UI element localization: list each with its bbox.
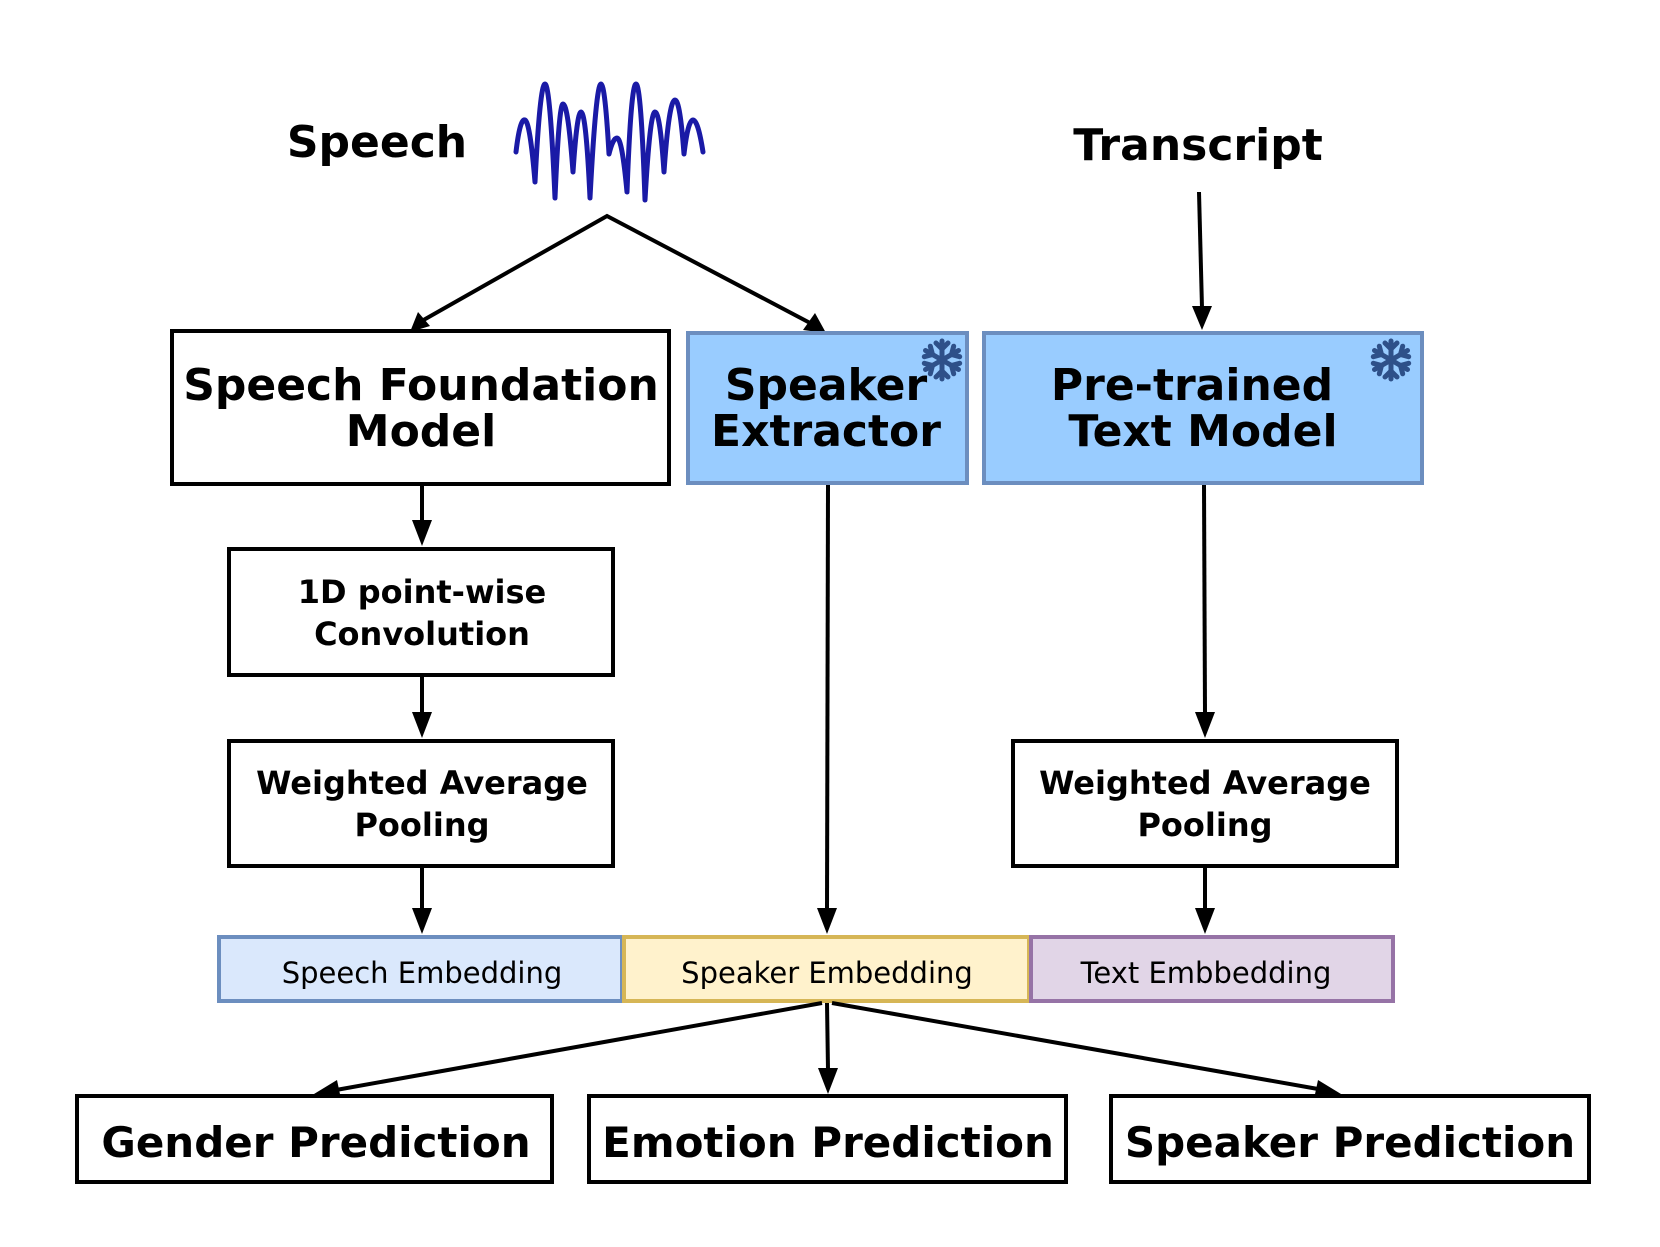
edge-speaker-extractor-to-embedding [817,484,837,934]
text-pooling-line2: Pooling [1137,806,1272,844]
edge-sfm-to-conv [412,486,432,546]
speech-pooling-line2: Pooling [354,806,489,844]
gender-prediction-box[interactable]: Gender Prediction [75,1094,554,1184]
speaker-prediction-box[interactable]: Speaker Prediction [1109,1094,1591,1184]
edge-text-model-to-pooling [1195,484,1215,738]
speaker-extractor-line1: Speaker [725,360,928,411]
edge-pooling-to-text-embedding [1195,868,1215,934]
emotion-prediction-box[interactable]: Emotion Prediction [587,1094,1068,1184]
speaker-extractor-box[interactable]: Speaker Extractor [686,331,969,485]
edge-pooling-to-speech-embedding [412,868,432,934]
speech-pooling-box[interactable]: Weighted Average Pooling [227,739,615,868]
speech-label: Speech [287,117,467,168]
speech-pooling-line1: Weighted Average [256,764,588,802]
text-model-line2: Text Model [1068,406,1337,457]
conv-box[interactable]: 1D point-wise Convolution [227,547,615,677]
waveform-icon [513,81,706,203]
speaker-extractor-line2: Extractor [711,406,941,457]
conv-line1: 1D point-wise [298,573,546,611]
edge-embeddings-to-gender [314,1001,823,1099]
text-model-line1: Pre-trained [1051,360,1333,411]
text-pooling-box[interactable]: Weighted Average Pooling [1011,739,1399,868]
edge-embeddings-to-emotion [818,1002,838,1094]
speech-embedding-label: Speech Embedding [282,956,563,990]
conv-line2: Convolution [314,615,530,653]
edge-speech-to-models [410,213,826,333]
edge-embeddings-to-speaker [831,1001,1341,1099]
edge-transcript-to-text-model [1192,191,1212,330]
speaker-prediction-label: Speaker Prediction [1125,1118,1575,1167]
gender-prediction-label: Gender Prediction [101,1118,530,1167]
emotion-prediction-label: Emotion Prediction [602,1118,1054,1167]
text-embedding[interactable]: Text Embbedding [1029,935,1395,1003]
text-embedding-label: Text Embbedding [1080,956,1332,990]
speech-foundation-model-box[interactable]: Speech Foundation Model [170,329,671,486]
speech-embedding[interactable]: Speech Embedding [217,935,624,1003]
speech-foundation-model-line1: Speech Foundation [183,360,659,411]
text-model-box[interactable]: Pre-trained Text Model [982,331,1424,485]
edge-conv-to-pooling [412,677,432,738]
text-pooling-line1: Weighted Average [1039,764,1371,802]
speaker-embedding[interactable]: Speaker Embedding [622,935,1031,1003]
speaker-embedding-label: Speaker Embedding [681,956,973,990]
speech-foundation-model-line2: Model [346,406,496,457]
transcript-label: Transcript [1073,120,1322,171]
